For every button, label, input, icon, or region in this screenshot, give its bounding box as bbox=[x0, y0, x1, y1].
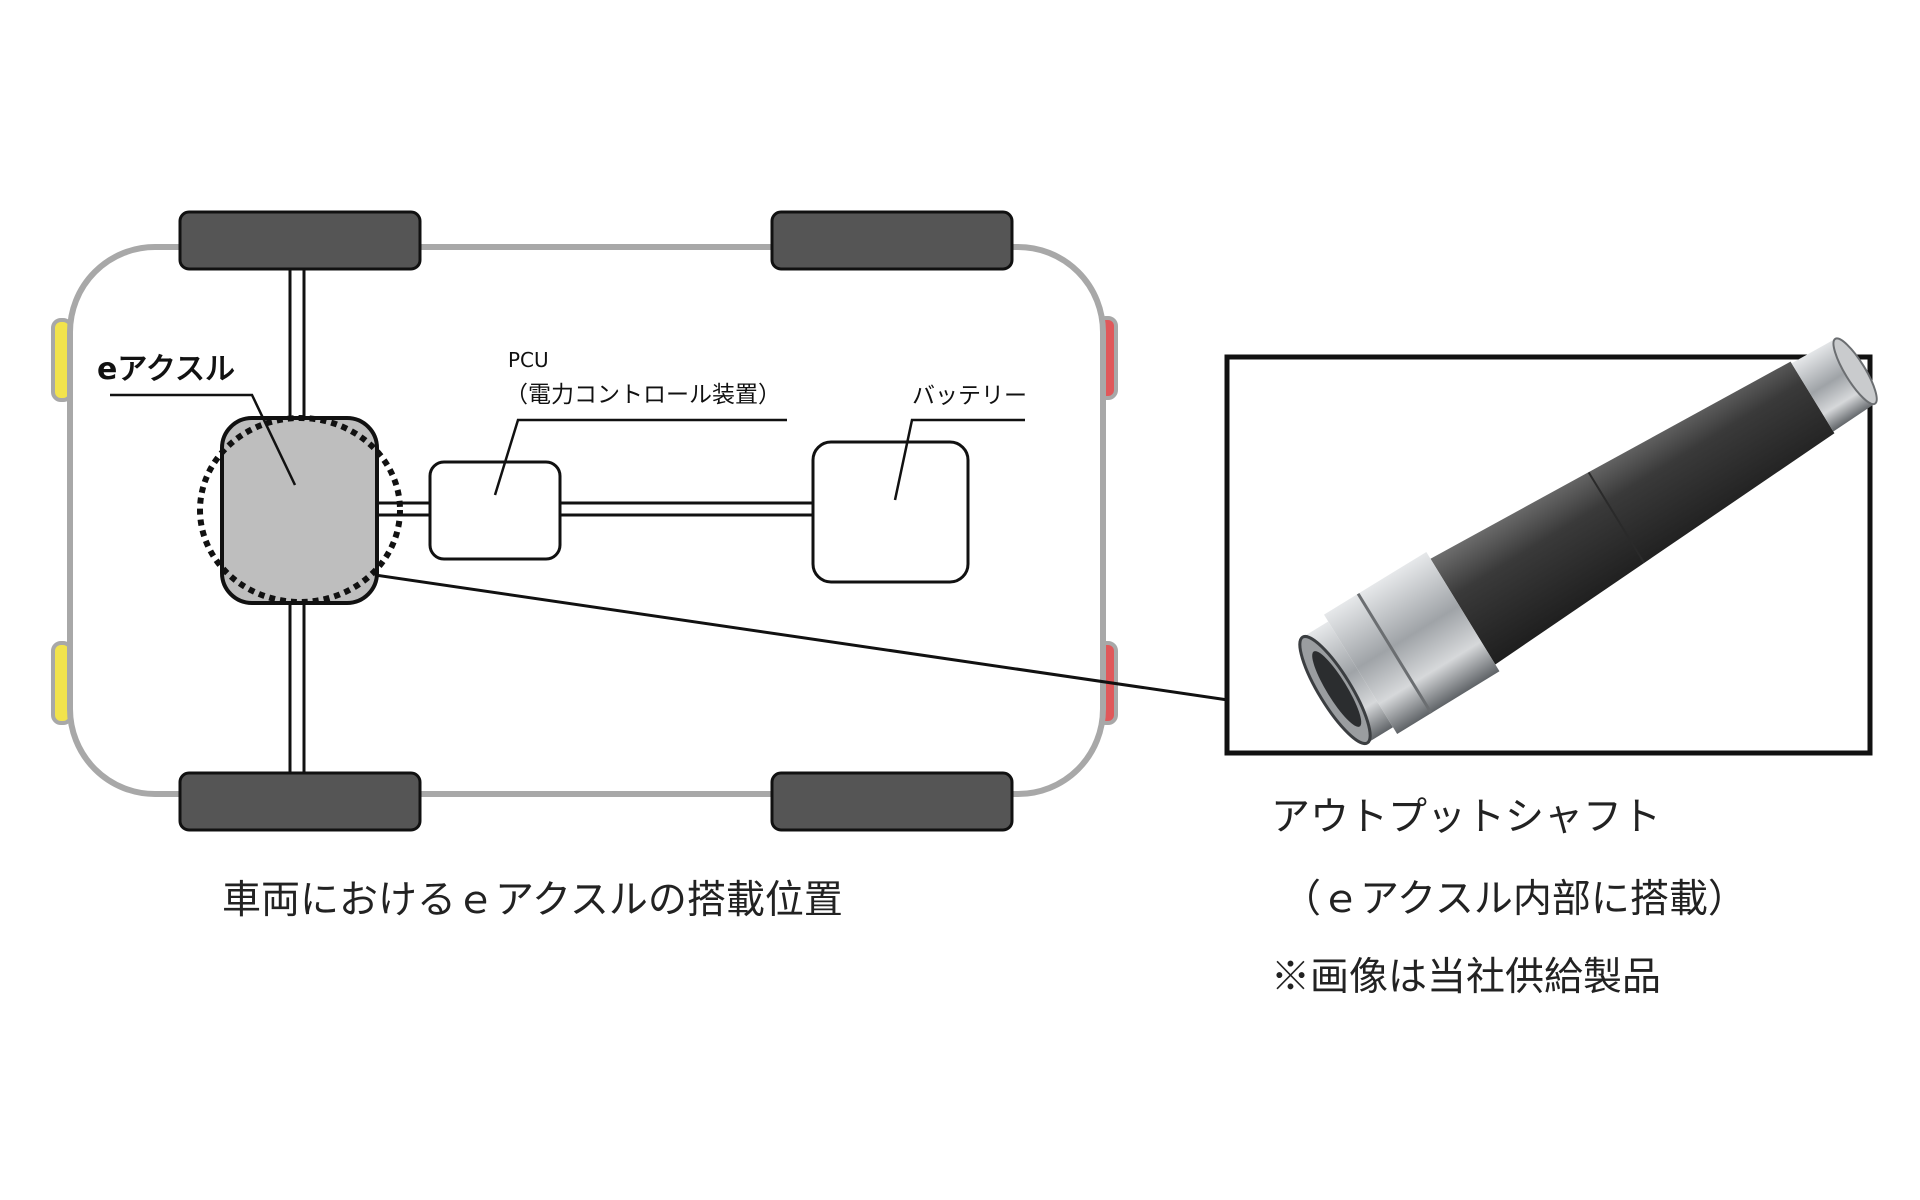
eaxle-highlight-dotted bbox=[197, 415, 403, 605]
vehicle-body-outline bbox=[67, 244, 1106, 797]
output-shaft-image bbox=[1298, 337, 1878, 746]
rear-right-tire bbox=[770, 771, 1014, 832]
leader-lines bbox=[110, 393, 1229, 702]
shaft-right-end bbox=[1832, 337, 1878, 406]
pcu-leader-line bbox=[493, 418, 787, 496]
vehicle-diagram: eアクスル PCU （電力コントロール装置） バッテリー 車両におけるｅアクスル… bbox=[51, 210, 1229, 923]
eaxle-unit bbox=[220, 416, 379, 605]
front-left-tire bbox=[178, 210, 422, 271]
shaft-texture-ring bbox=[1587, 471, 1645, 564]
vehicle-caption: 車両におけるｅアクスルの搭載位置 bbox=[222, 878, 843, 923]
product-panel: アウトプットシャフト （ｅアクスル内部に搭載） ※画像は当社供給製品 bbox=[1224, 337, 1878, 1000]
pcu-to-battery-link bbox=[556, 501, 817, 517]
battery-leader-line bbox=[893, 418, 1025, 501]
shaft-collar-step bbox=[1356, 592, 1433, 714]
shaft-right-neck bbox=[1791, 338, 1875, 432]
eaxle-label: eアクスル bbox=[97, 352, 235, 387]
product-note: （ｅアクスル内部に搭載） bbox=[1282, 877, 1747, 922]
battery-label: バッテリー bbox=[912, 383, 1027, 409]
pcu-label-line1: PCU bbox=[508, 348, 549, 372]
rear-left-tire bbox=[770, 210, 1014, 271]
eaxle-to-product-connector bbox=[374, 573, 1229, 702]
shaft-bore bbox=[1312, 651, 1362, 727]
pcu-label-line2: （電力コントロール装置） bbox=[505, 382, 781, 408]
image-disclaimer: ※画像は当社供給製品 bbox=[1271, 955, 1661, 1000]
pcu-box bbox=[428, 460, 562, 561]
front-right-tire bbox=[178, 771, 422, 832]
shaft-left-collar bbox=[1324, 551, 1500, 735]
eaxle-leader-line bbox=[110, 393, 297, 486]
shaft-body bbox=[1430, 361, 1835, 665]
battery-box bbox=[811, 440, 970, 584]
product-name: アウトプットシャフト bbox=[1271, 795, 1661, 840]
